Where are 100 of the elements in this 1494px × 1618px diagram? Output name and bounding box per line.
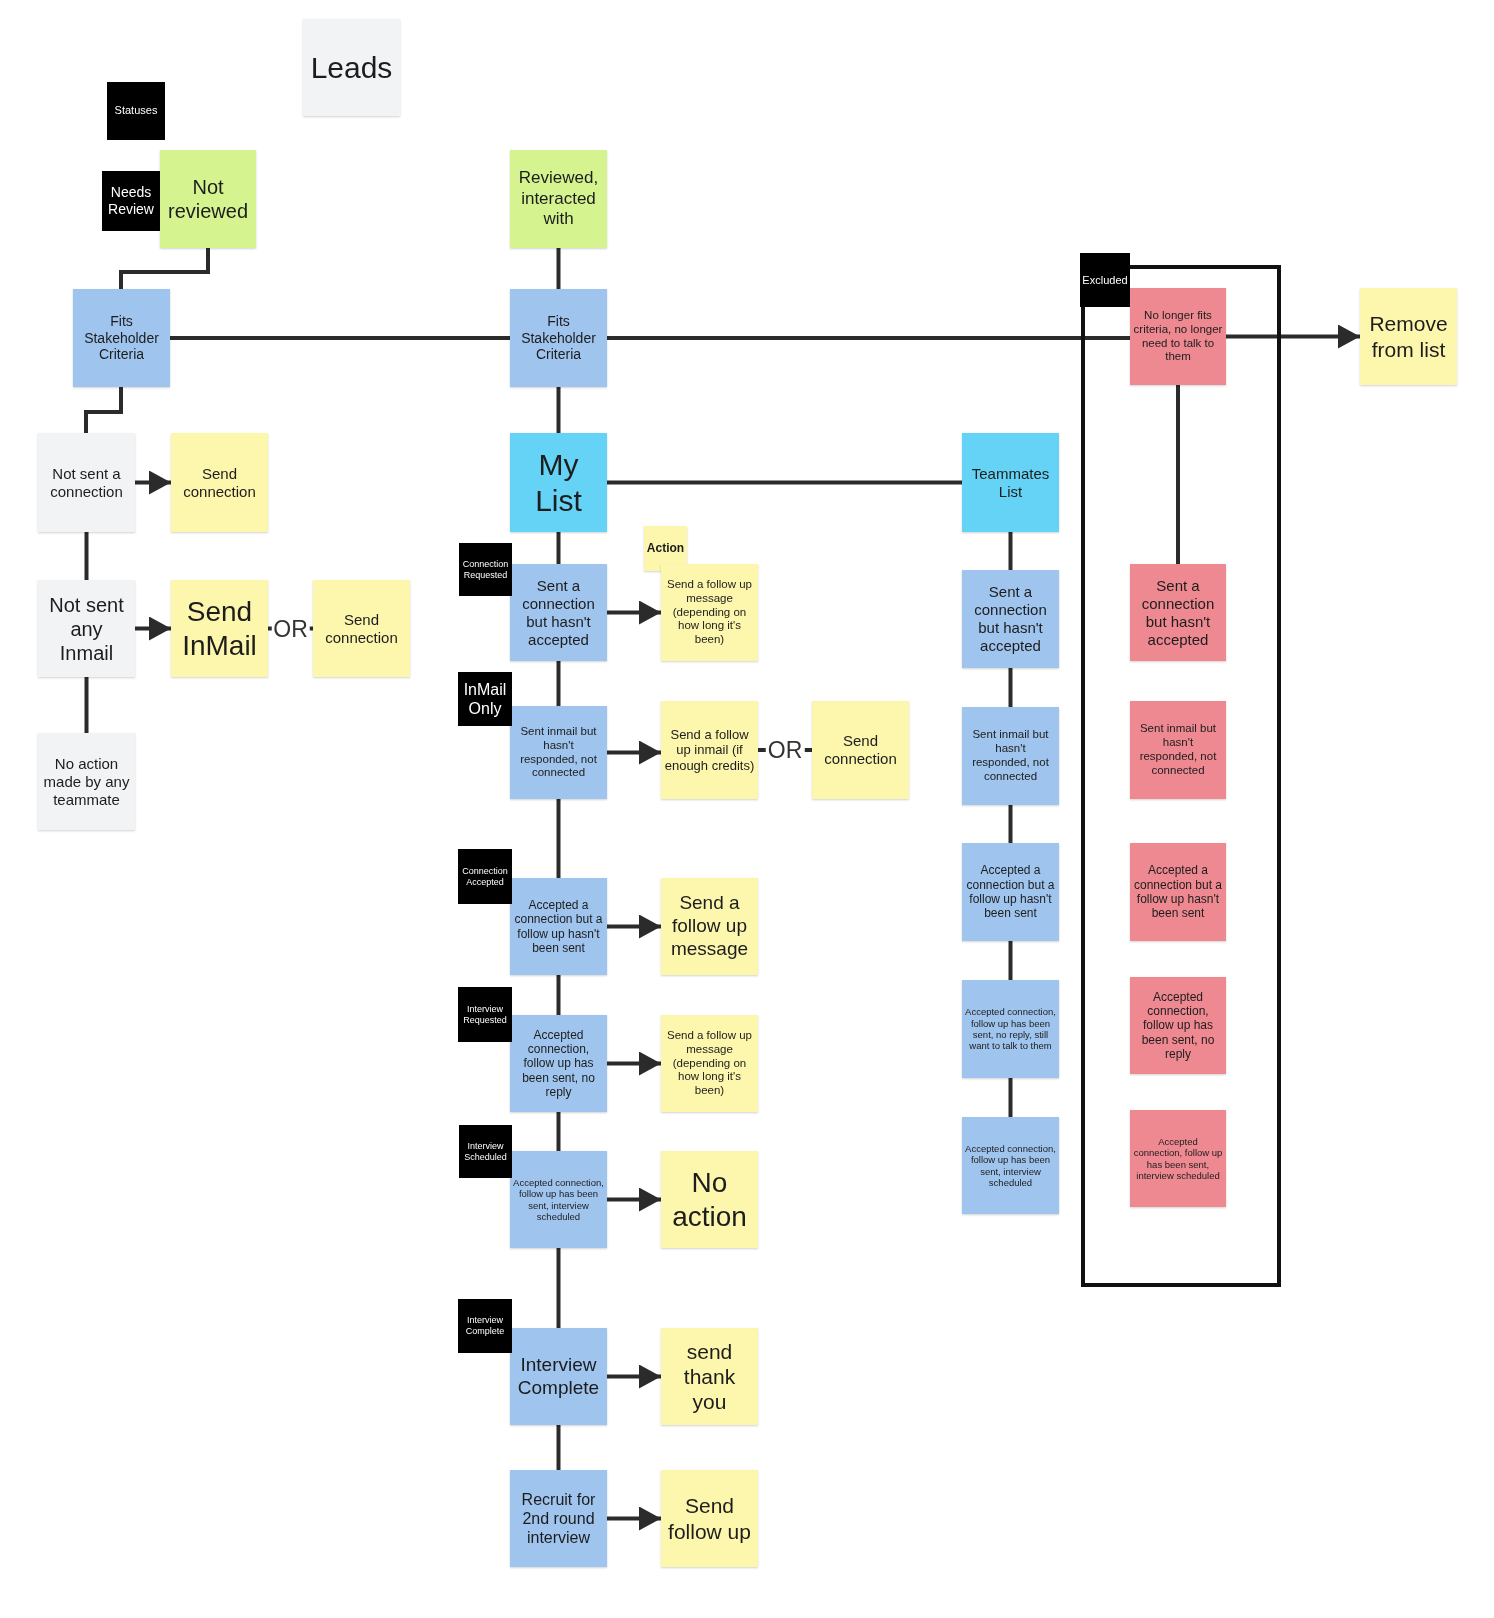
arrow [607, 740, 661, 765]
connector-line [607, 336, 1130, 340]
tag-text: InMail Only [462, 679, 508, 719]
note-text: Send a follow up inmail (if enough credits) [664, 726, 755, 774]
note-text: Sent a connection but hasn't accepted [521, 576, 596, 649]
connector-line [556, 799, 561, 878]
note-text: Not sent a connection [49, 464, 124, 501]
connector-line [556, 1248, 561, 1328]
note-text: Accepted a connection but a follow up hasn't been sent [965, 863, 1056, 921]
tag-text: Connection Requested [461, 558, 510, 581]
connector-line [1008, 532, 1013, 570]
tag-text: Interview Requested [462, 1003, 508, 1026]
note-text: Not sent any Inmail [48, 592, 125, 665]
arrow [607, 600, 661, 625]
note-text: Send connection [823, 732, 898, 768]
sticky-note [1130, 288, 1226, 385]
sticky-note [303, 19, 400, 116]
sticky-note [510, 1151, 607, 1248]
sticky-note [510, 433, 607, 532]
sticky-note [38, 580, 135, 677]
connector-line [1008, 668, 1013, 707]
sticky-note [1130, 1110, 1226, 1207]
note-text: Accepted connection, follow up has been sent, interview scheduled [1133, 1135, 1223, 1182]
connector-line [556, 661, 561, 706]
sticky-note [38, 433, 135, 532]
sticky-note [510, 706, 607, 799]
connector-line [1176, 385, 1180, 564]
edge-label: OR [271, 617, 310, 640]
arrow [607, 1187, 661, 1212]
arrow [607, 1506, 661, 1531]
note-text: No action [671, 1165, 748, 1234]
sticky-note [171, 433, 268, 532]
note-text: Accepted a connection but a follow up hasn't been sent [513, 897, 604, 956]
note-text: Reviewed, interacted with [517, 168, 600, 230]
connector-line [1008, 1078, 1013, 1117]
sticky-note [962, 843, 1059, 941]
connector-line [170, 336, 510, 340]
sticky-note [962, 980, 1059, 1078]
note-text: Recruit for 2nd round interview [520, 1489, 597, 1548]
note-text: Interview Complete [516, 1353, 601, 1400]
note-text: Sent inmail but hasn't responded, not connected [971, 728, 1050, 784]
tag-text: Interview Complete [464, 1315, 506, 1337]
sticky-note [38, 733, 135, 830]
connector-line [556, 975, 561, 1015]
note-text: Send follow up [667, 1493, 752, 1544]
sticky-note [510, 878, 607, 975]
note-text: Sent a connection but hasn't accepted [1140, 576, 1216, 649]
arrow [607, 914, 661, 939]
sticky-note [510, 150, 607, 248]
note-text: Send a follow up message (depending on how long it's been) [665, 1029, 753, 1098]
arrow [607, 1364, 661, 1389]
sticky-note [962, 707, 1059, 805]
frame-label: Excluded [1080, 253, 1130, 307]
sticky-note [73, 289, 170, 387]
sticky-note [661, 701, 758, 799]
note-text: No action made by any teammate [42, 754, 131, 809]
sticky-note [510, 1470, 607, 1567]
connector-line [556, 1425, 561, 1470]
tag-text: Connection Accepted [461, 865, 509, 888]
connector-line [556, 1112, 561, 1151]
connector-line [84, 387, 123, 433]
connector-line [84, 532, 89, 580]
arrow [135, 616, 171, 641]
tag-text: Interview Scheduled [463, 1140, 508, 1163]
connector-line [607, 480, 962, 485]
status-tag [107, 82, 165, 140]
note-text: Send connection [324, 610, 399, 647]
status-tag [458, 1299, 512, 1353]
sticky-note [661, 1470, 758, 1567]
sticky-note [171, 580, 268, 677]
note-text: send thank you [682, 1338, 737, 1415]
sticky-note [661, 1151, 758, 1248]
note-text: Accepted connection, follow up has been sent, no reply [1140, 989, 1216, 1062]
connector-line [556, 248, 561, 289]
sticky-note [510, 564, 607, 661]
tag-text: Statuses [114, 104, 158, 118]
connector-line [1008, 805, 1013, 843]
status-tag [459, 543, 512, 596]
note-text: Accepted a connection but a follow up hasn't been sent [1133, 863, 1223, 921]
sticky-note [962, 570, 1059, 668]
sticky-note [160, 150, 256, 248]
status-tag [458, 672, 512, 726]
sticky-note [510, 1328, 607, 1425]
status-tag [102, 171, 160, 231]
sticky-note [1130, 701, 1226, 799]
arrow [135, 470, 171, 495]
sticky-note [962, 1117, 1059, 1214]
note-text: Send InMail [181, 594, 258, 663]
status-tag [458, 987, 512, 1042]
sticky-note [313, 580, 410, 677]
sticky-note [510, 1015, 607, 1112]
sticky-note [1130, 977, 1226, 1074]
sticky-note [962, 433, 1059, 532]
sticky-note [510, 289, 607, 387]
note-text: Accepted connection, follow up has been sent, no reply, still want to talk to them [965, 1006, 1056, 1052]
sticky-note [661, 1015, 758, 1112]
status-tag [459, 1125, 512, 1178]
note-text: Remove from list [1368, 311, 1449, 362]
tag-text: Needs Review [107, 184, 155, 218]
note-text: Sent inmail but hasn't responded, not connected [1138, 722, 1218, 778]
